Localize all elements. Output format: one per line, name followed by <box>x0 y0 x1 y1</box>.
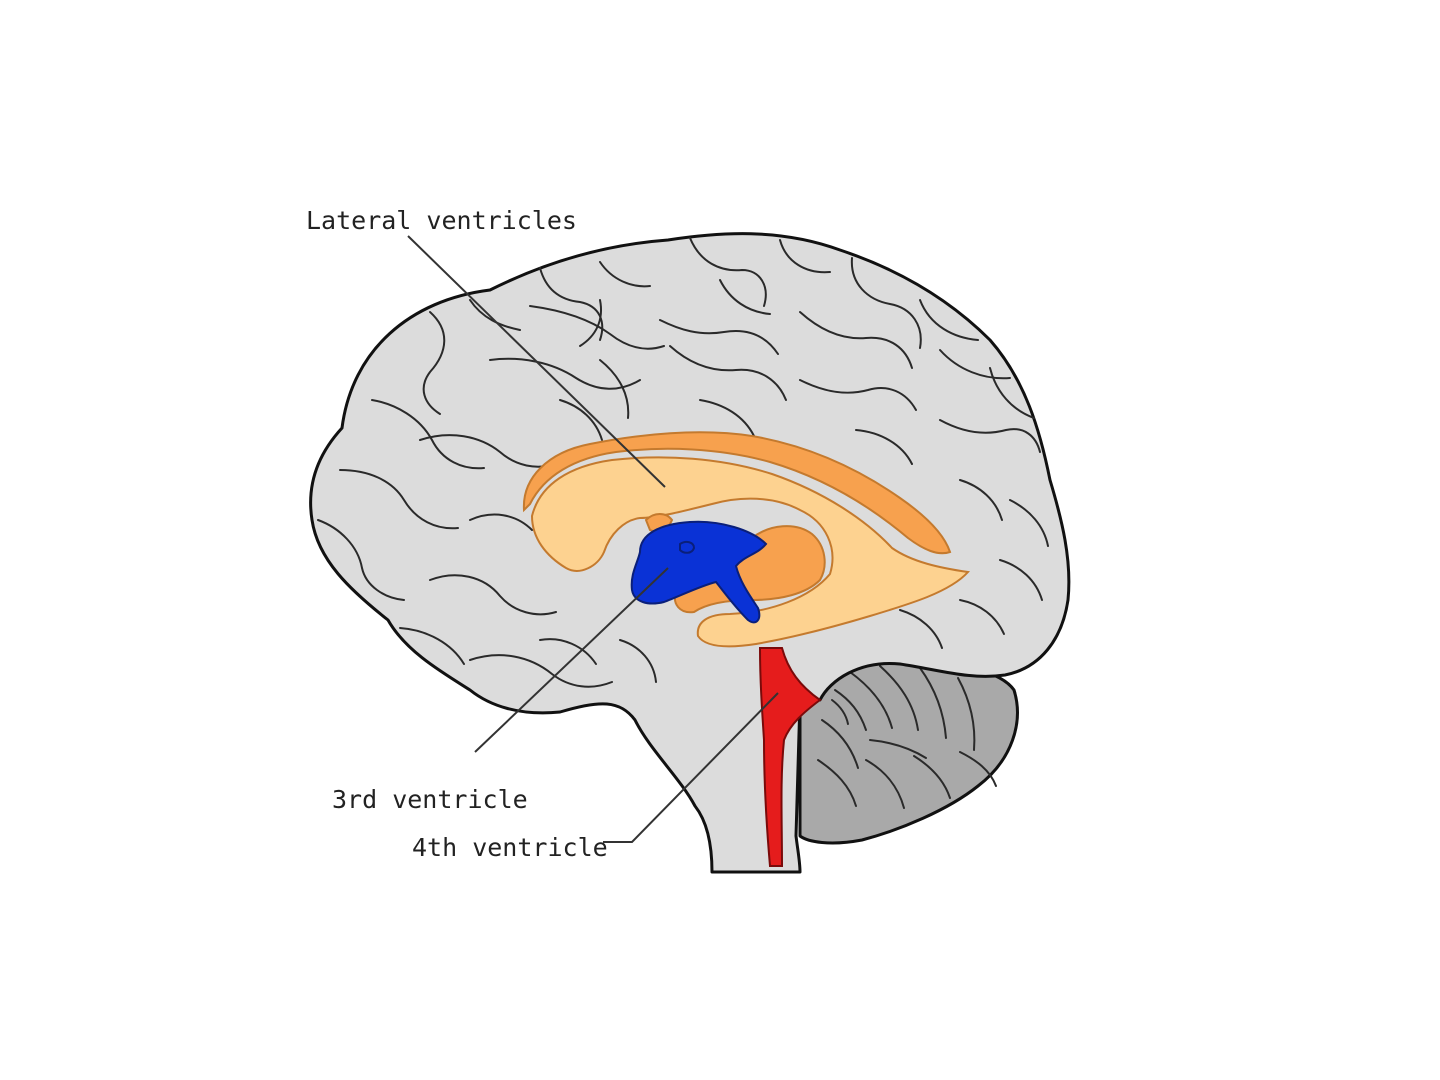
fourth-leader <box>603 692 779 843</box>
lateral-leader <box>407 235 666 488</box>
third-ventricle <box>630 520 768 624</box>
label-fourth-ventricle: 4th ventricle <box>412 833 608 862</box>
fourth-ventricle <box>758 647 822 867</box>
label-third-ventricle: 3rd ventricle <box>332 785 528 814</box>
labels: Lateral ventricles 3rd ventricle 4th ven… <box>306 206 608 862</box>
cerebellum <box>798 658 1019 845</box>
leader-lines <box>407 235 779 843</box>
third-leader <box>474 567 669 753</box>
label-lateral-ventricles: Lateral ventricles <box>306 206 577 235</box>
brain-sulci <box>317 237 1049 688</box>
